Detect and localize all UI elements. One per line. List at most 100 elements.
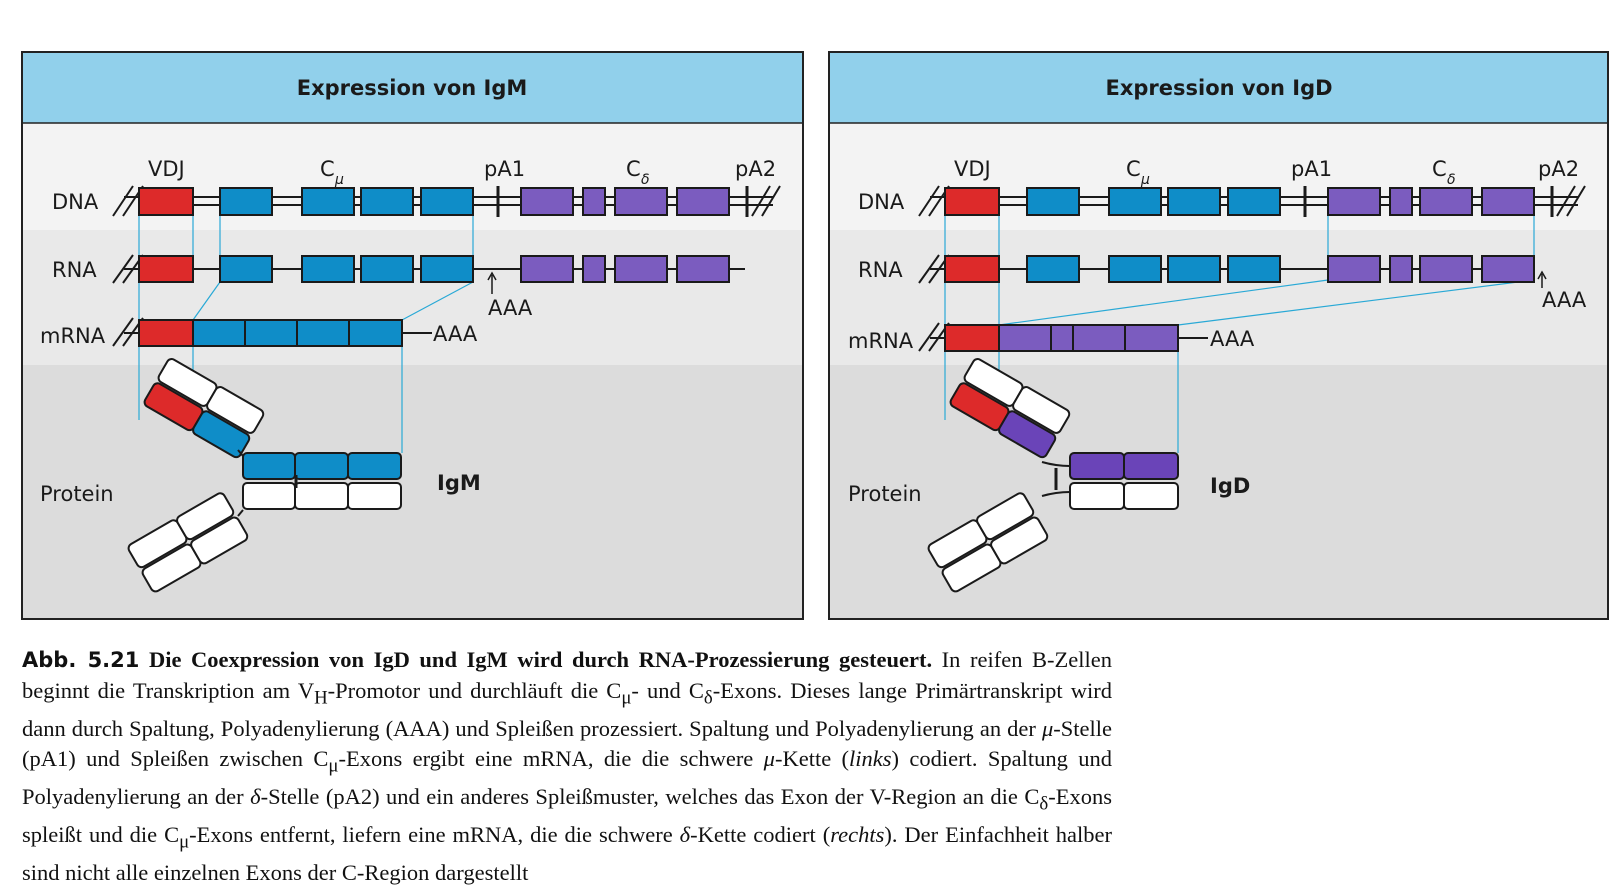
caption-text: -Exons entfernt, liefern eine mRNA, die … [189,822,680,847]
c-mu-exon [301,255,355,283]
label-c-mu-sub: μ [1140,172,1150,188]
label-c-delta-sub: δ [1447,172,1456,188]
c-mu-exon [420,187,474,216]
caption-text: -Kette codiert ( [690,822,831,847]
c-mu-domain [192,410,251,459]
c-mu-exon [1108,187,1162,216]
heavy-chain-domain [347,482,402,510]
caption-text: -Stelle (pA2) und ein anderes Spleißmust… [260,784,1040,809]
panel-igd-title: Expression von IgD [1105,76,1332,100]
dna-row-igd [918,185,1586,217]
c-delta-exon [582,187,606,216]
label-pa2: pA2 [735,157,776,181]
c-delta-exon [1124,324,1179,352]
caption-sub: H [314,687,328,708]
row-label-dna: DNA [52,190,99,214]
rna-row-igm: AAA [112,254,745,320]
caption-text: -Stelle (pA1) und Spleißen zwischen C [22,715,1112,772]
caption-text: -Exons spleißt und die C [22,784,1113,847]
caption-sub: δ [1039,793,1049,815]
protein-igd [927,358,1179,593]
caption-text: ). Der Einfachheit halber sind nicht all… [22,822,1112,885]
c-delta-exon [520,255,574,283]
c-delta-domain [998,410,1057,459]
label-vdj: VDJ [148,157,185,181]
row-label-dna: DNA [858,190,905,214]
caption-text: -Exons ergibt eine mRNA, die die schwere [338,746,764,771]
hinge-region [1041,461,1071,497]
c-mu-exon [1227,187,1281,216]
label-c-delta: C [626,157,641,181]
c-delta-exon [1072,324,1126,352]
heavy-chain-domain [1123,482,1179,510]
figure-title: Die Coexpression von IgD und IgM wird du… [148,647,933,672]
c-delta-exon [1481,255,1535,283]
c-delta-domain [1123,452,1179,480]
row-label-mrna: mRNA [40,324,106,348]
caption-text: -Kette ( [774,746,850,771]
c-mu-exon [1108,255,1162,283]
caption-italic: rechts [830,822,885,847]
panel-igd: Expression von IgD VDJ C μ pA1 C δ pA2 D… [828,51,1609,620]
light-chain-domain [176,492,235,541]
label-c-mu: C [1126,157,1141,181]
antibody-label-igm: IgM [437,471,481,495]
light-chain-domain [976,492,1035,541]
c-mu-exon [420,255,474,283]
c-delta-exon [520,187,574,216]
c-mu-exon [360,187,414,216]
c-mu-exon [244,319,298,347]
label-c-delta: C [1432,157,1447,181]
c-mu-domain [347,452,402,480]
caption-sub: μ [179,831,190,853]
panel-igm-header [22,52,803,123]
c-mu-exon [1167,255,1221,283]
panel-igd-border [828,51,1609,620]
c-delta-exon [676,255,730,283]
c-delta-exon [582,255,606,283]
v-exon [138,255,194,283]
c-mu-exon [348,319,403,347]
v-exon [138,187,194,216]
figure-caption: Abb. 5.21 Die Coexpression von IgD und I… [22,645,1112,889]
caption-sub: μ [328,755,339,777]
poly-a-mrna: AAA [1210,327,1255,351]
caption-italic: δ [679,822,691,847]
c-delta-exon [998,324,1052,352]
light-chain-domain [1012,386,1071,434]
poly-a-mrna: AAA [433,322,478,346]
c-delta-exon [1419,187,1473,216]
heavy-chain-domain [294,482,349,510]
c-mu-exon [360,255,414,283]
caption-text: - und C [631,677,704,703]
label-pa2: pA2 [1538,157,1579,181]
row-label-mrna: mRNA [848,329,914,353]
c-mu-domain [242,452,296,480]
antibody-label-igd: IgD [1210,474,1250,498]
c-mu-exon [1026,187,1080,216]
caption-sub: δ [703,687,713,708]
light-chain-domain [206,386,265,434]
heavy-chain-domain [242,482,296,510]
panel-igd-header [829,52,1608,123]
c-delta-exon [614,255,668,283]
heavy-chain-domain [1069,482,1125,510]
c-mu-domain [294,452,349,480]
caption-sub: μ [621,687,632,708]
caption-italic: μ [763,746,775,771]
label-c-mu: C [320,157,335,181]
label-c-mu-sub: μ [334,172,344,188]
mrna-row-igm: AAA [112,317,478,347]
c-mu-exon [219,255,273,283]
c-delta-exon [614,187,668,216]
panel-igm-border [21,51,804,620]
c-delta-domain [1069,452,1125,480]
c-delta-exon [1050,324,1074,352]
c-mu-exon [192,319,246,347]
c-delta-exon [1327,187,1381,216]
caption-text: In reifen B-Zellen beginnt die Transkrip… [22,647,1113,703]
c-mu-exon [219,187,273,216]
poly-a-rna: AAA [1542,288,1587,312]
cleavage-arrow-pa2 [1537,270,1547,288]
v-exon [944,187,1000,216]
